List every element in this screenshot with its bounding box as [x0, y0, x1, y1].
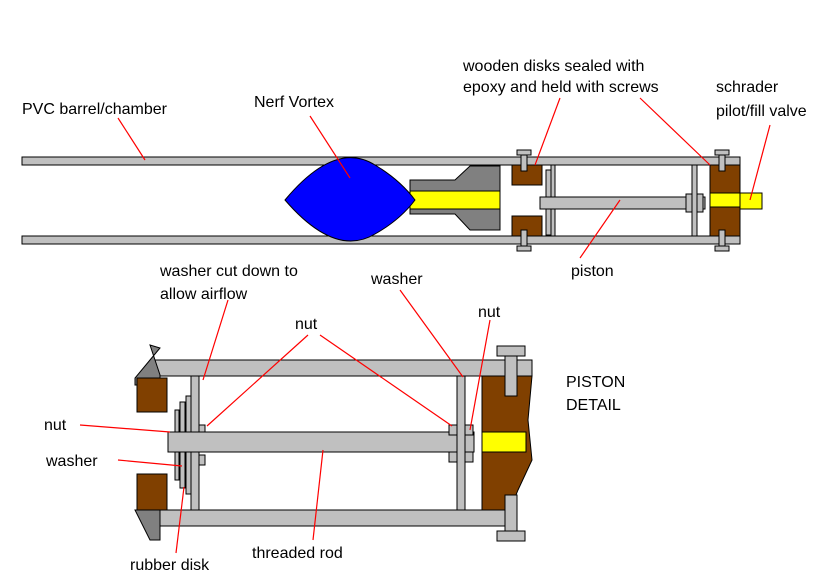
label-wooden-disks-2: epoxy and held with screws: [463, 79, 659, 96]
leader-nerf-vortex: [309, 115, 351, 179]
assembly-top: [21, 149, 763, 252]
label-threaded-rod: threaded rod: [252, 545, 343, 562]
label-nut-center: nut: [295, 316, 318, 333]
label-rubber-disk: rubber disk: [130, 557, 210, 574]
leader-schrader: [749, 124, 771, 201]
label-schrader-1: schrader: [716, 79, 779, 96]
detail-right-valve: [481, 431, 527, 453]
labels: PVC barrel/chamber Nerf Vortex wooden di…: [22, 58, 807, 574]
detail-screw-top-head: [496, 345, 526, 357]
leader-nut-right: [469, 319, 491, 431]
leader-piston-top: [579, 199, 621, 259]
detail-screw-bottom-head: [496, 530, 526, 542]
label-schrader-2: pilot/fill valve: [716, 103, 807, 120]
piston-detail: [134, 344, 533, 542]
wooden-disk-front: [511, 149, 543, 252]
label-washer-top: washer: [370, 271, 423, 288]
detail-left-break-bottom: [134, 509, 161, 541]
leader-nut-center-b: [319, 334, 453, 427]
detail-left-wood-bottom: [136, 473, 168, 511]
barrel-top-wall: [21, 156, 741, 166]
detail-left-wood-top: [136, 377, 168, 413]
label-washer-cut-1: washer cut down to: [159, 263, 298, 280]
leader-rubber-disk: [175, 486, 185, 554]
leader-pvc-barrel: [117, 117, 146, 161]
leader-lines: [79, 97, 771, 554]
label-washer-cut-2: allow airflow: [160, 286, 248, 303]
label-nut-right: nut: [478, 304, 501, 321]
wooden-disk-back: [709, 149, 741, 252]
label-piston: piston: [571, 263, 614, 280]
label-piston-detail-2: DETAIL: [566, 397, 621, 414]
label-washer-left: washer: [45, 453, 98, 470]
label-nut-left: nut: [44, 417, 67, 434]
piston-small: [539, 164, 706, 237]
detail-screw-bottom-shaft: [504, 494, 518, 532]
leader-washer-left: [117, 459, 183, 467]
leader-wooden-disks: [534, 97, 561, 166]
threaded-rod: [167, 431, 475, 453]
label-nerf-vortex: Nerf Vortex: [254, 94, 334, 111]
detail-right-stack: [448, 375, 474, 511]
barrel-bottom-wall: [21, 235, 741, 245]
schrader-valve: [739, 192, 763, 210]
leader-threaded-rod: [312, 449, 324, 541]
leader-nut-left: [79, 424, 171, 433]
leader-wooden-disks-2: [639, 97, 711, 166]
leader-washer-cut: [202, 299, 229, 381]
nerf-vortex-dart: [284, 157, 501, 242]
leader-washer-top: [399, 289, 464, 378]
leader-nut-center-a: [206, 334, 309, 427]
detail-left-break: [134, 344, 161, 386]
label-wooden-disks-1: wooden disks sealed with: [462, 58, 644, 75]
detail-barrel-bottom: [149, 509, 506, 527]
label-piston-detail-1: PISTON: [566, 374, 625, 391]
label-pvc-barrel: PVC barrel/chamber: [22, 101, 168, 118]
detail-screw-top-shaft: [504, 355, 518, 397]
